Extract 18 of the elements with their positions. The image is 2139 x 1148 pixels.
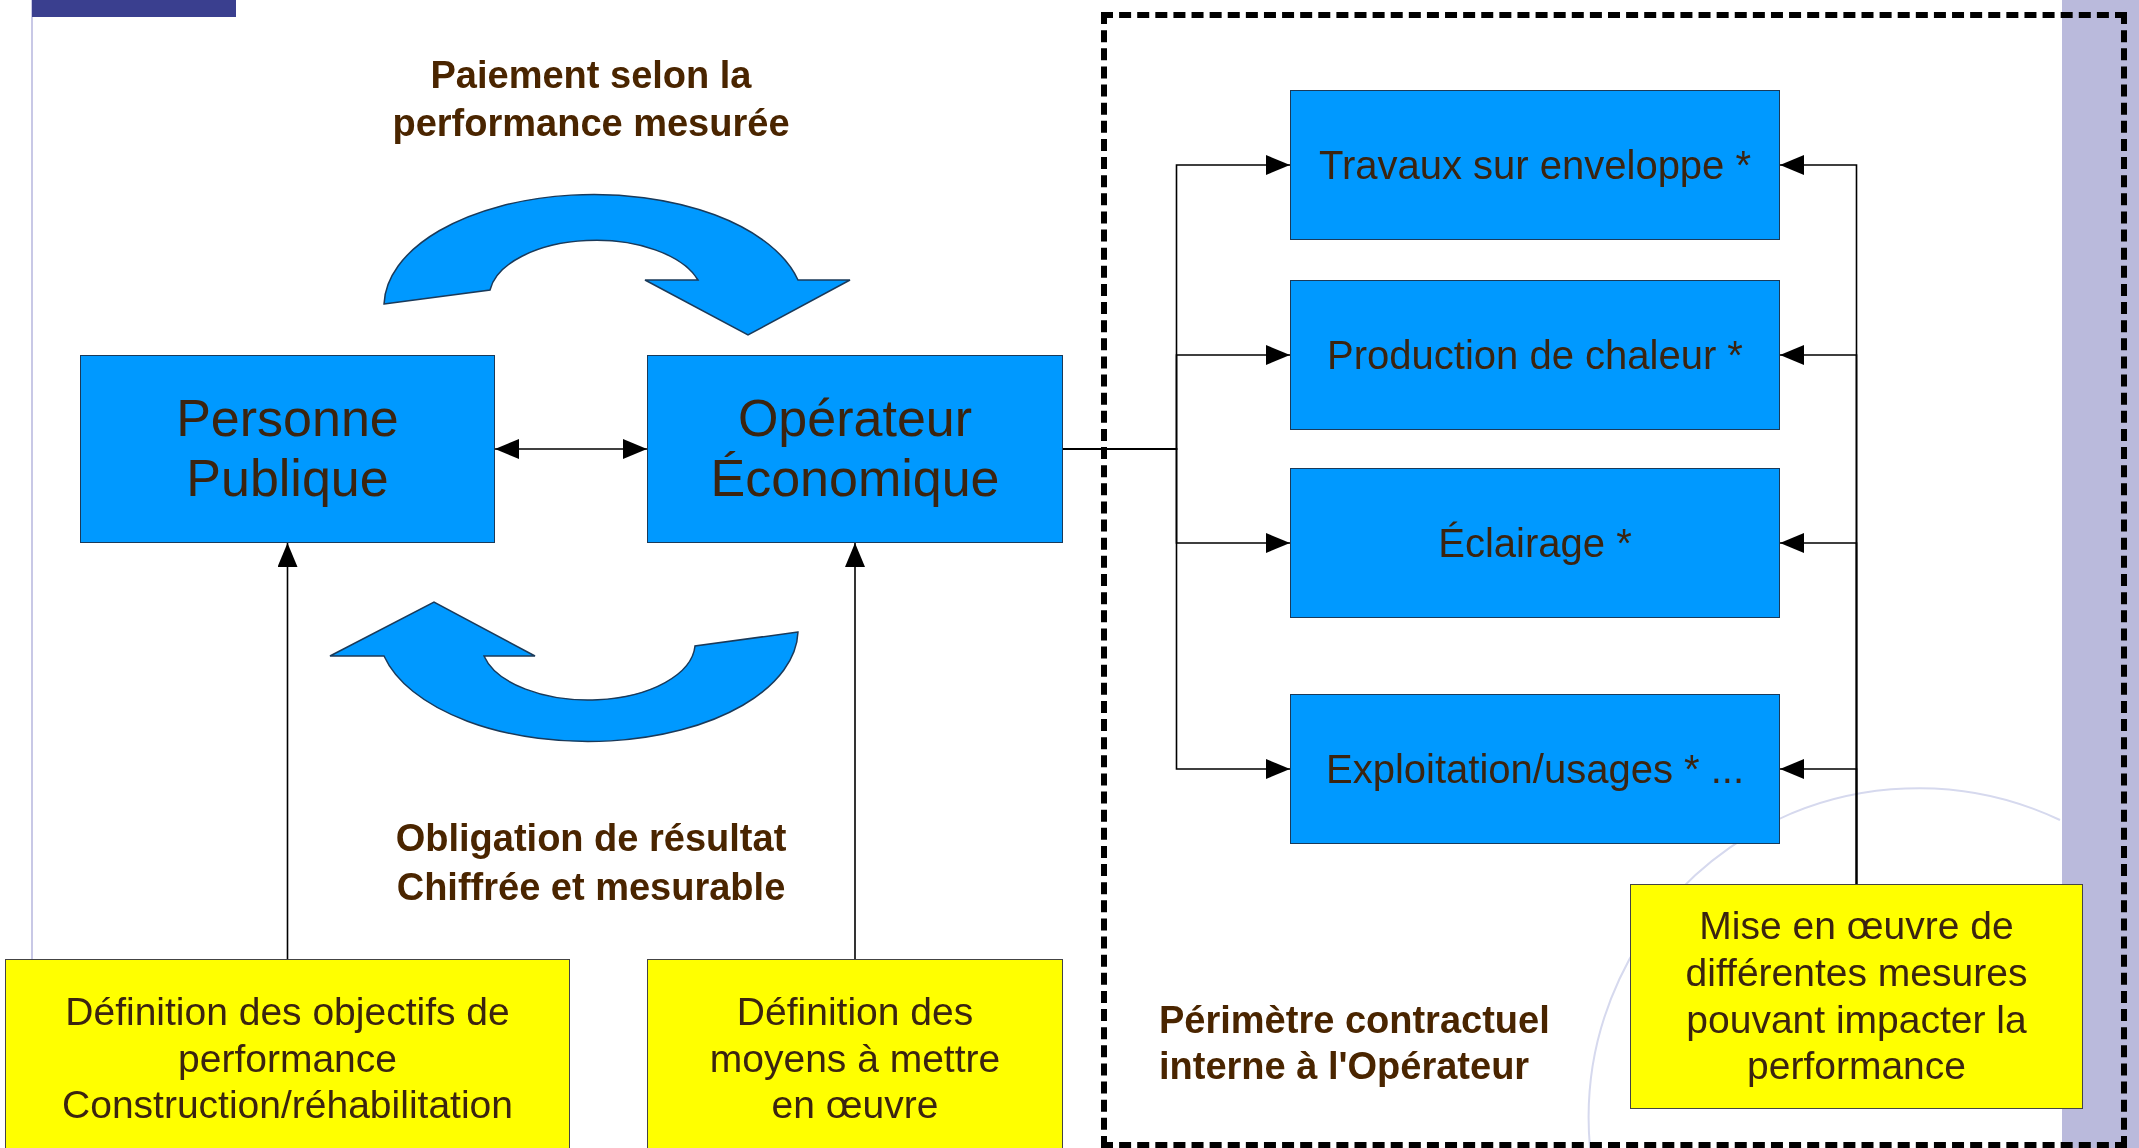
note-box: Définition des objectifs de performance Construction/réhabilitation	[5, 959, 570, 1148]
process-box: Production de chaleur *	[1290, 280, 1780, 430]
connector-arrow	[277, 542, 298, 960]
connector-arrow	[845, 542, 865, 960]
dashed-perimeter-frame	[1101, 12, 2127, 1148]
actor-box: Personne Publique	[80, 355, 495, 543]
caption-text: Obligation de résultat	[394, 816, 788, 861]
process-box: Travaux sur enveloppe *	[1290, 90, 1780, 240]
connector-arrow	[1779, 759, 1858, 885]
frame-title: Périmètre contractuel interne à l'Opérateur	[1159, 998, 1551, 1089]
actor-box: Opérateur Économique	[647, 355, 1063, 543]
caption-text: Chiffrée et mesurable	[395, 865, 787, 910]
process-box: Éclairage *	[1290, 468, 1780, 618]
process-box: Exploitation/usages * ...	[1290, 694, 1780, 844]
note-box: Mise en œuvre de différentes mesures pouvant impacter la performance	[1630, 884, 2083, 1109]
note-box: Définition des moyens à mettre en œuvre	[647, 959, 1063, 1148]
caption-text: Paiement selon la performance mesurée	[391, 53, 791, 146]
connector-arrow	[494, 439, 648, 459]
